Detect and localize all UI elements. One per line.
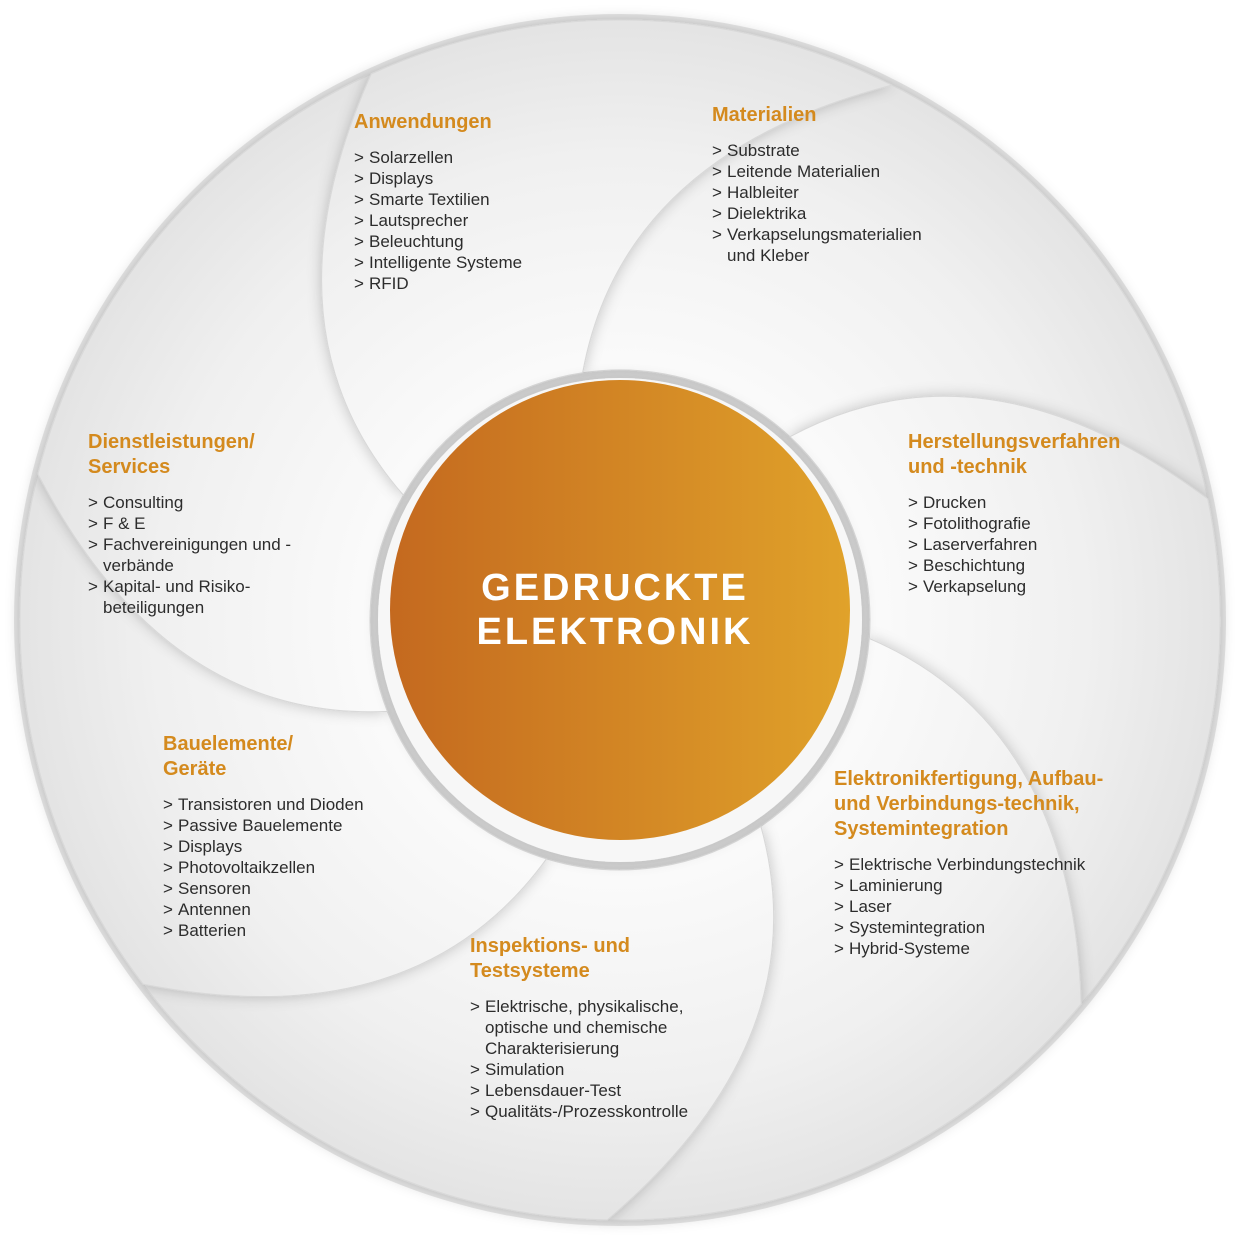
segment-dienstleistungen: Dienstleistungen/ Services Consulting F …	[88, 430, 318, 618]
segment-list: Transistoren und Dioden Passive Baueleme…	[163, 794, 403, 941]
list-item: RFID	[354, 273, 624, 294]
segment-title: Inspektions- und Testsysteme	[470, 935, 630, 982]
list-item: Substrate	[712, 140, 952, 161]
list-item: Fachvereinigungen und -verbände	[88, 534, 298, 576]
list-item: Verkapselung	[908, 576, 1158, 597]
list-item: Smarte Textilien	[354, 189, 624, 210]
list-item: Laser	[834, 896, 1124, 917]
list-item: Passive Bauelemente	[163, 815, 403, 836]
center-circle	[390, 380, 850, 840]
list-item: Consulting	[88, 492, 318, 513]
segment-inspektion: Inspektions- und Testsysteme Elektrische…	[470, 934, 730, 1122]
list-item: Beleuchtung	[354, 231, 624, 252]
segment-title: Anwendungen	[354, 111, 492, 133]
list-item: Transistoren und Dioden	[163, 794, 403, 815]
list-item: Verkapselungsmaterialien und Kleber	[712, 224, 932, 266]
segment-shape	[19, 472, 548, 998]
segment-list: Elektrische, physikalische, optische und…	[470, 996, 730, 1122]
segment-title: Bauelemente/ Geräte	[163, 733, 294, 780]
list-item: Photovoltaikzellen	[163, 857, 403, 878]
segment-list: Consulting F & E Fachvereinigungen und -…	[88, 492, 318, 618]
list-item: Halbleiter	[712, 182, 952, 203]
list-item: Hybrid-Systeme	[834, 938, 1124, 959]
segment-list: Substrate Leitende Materialien Halbleite…	[712, 140, 952, 266]
list-item: Batterien	[163, 920, 403, 941]
list-item: Solarzellen	[354, 147, 624, 168]
list-item: Lebensdauer-Test	[470, 1080, 730, 1101]
list-item: Leitende Materialien	[712, 161, 952, 182]
list-item: Laminierung	[834, 875, 1124, 896]
list-item: Antennen	[163, 899, 403, 920]
segment-materialien: Materialien Substrate Leitende Materiali…	[712, 103, 952, 266]
list-item: Laserverfahren	[908, 534, 1158, 555]
list-item: Kapital- und Risiko-beteiligungen	[88, 576, 263, 618]
segment-bauelemente: Bauelemente/ Geräte Transistoren und Dio…	[163, 732, 403, 941]
list-item: Dielektrika	[712, 203, 952, 224]
segment-title: Elektronikfertigung, Aufbau- und Verbind…	[834, 768, 1104, 840]
segment-list: Solarzellen Displays Smarte Textilien La…	[354, 147, 624, 294]
segment-title: Materialien	[712, 104, 817, 126]
list-item: Drucken	[908, 492, 1158, 513]
list-item: Simulation	[470, 1059, 730, 1080]
list-item: Lautsprecher	[354, 210, 624, 231]
list-item: Qualitäts-/Prozesskontrolle	[470, 1101, 730, 1122]
list-item: Fotolithografie	[908, 513, 1158, 534]
segment-title: Herstellungsverfahren und -technik	[908, 431, 1121, 478]
list-item: F & E	[88, 513, 318, 534]
segment-list: Elektrische Verbindungstechnik Laminieru…	[834, 854, 1124, 959]
segment-herstellungsverfahren: Herstellungsverfahren und -technik Druck…	[908, 430, 1158, 597]
segment-anwendungen: Anwendungen Solarzellen Displays Smarte …	[354, 110, 624, 294]
list-item: Intelligente Systeme	[354, 252, 624, 273]
list-item: Elektrische, physikalische, optische und…	[470, 996, 685, 1059]
list-item: Beschichtung	[908, 555, 1158, 576]
list-item: Systemintegration	[834, 917, 1124, 938]
segment-title: Dienstleistungen/ Services	[88, 431, 255, 478]
list-item: Elektrische Verbindungstechnik	[834, 854, 1124, 875]
segment-list: Drucken Fotolithografie Laserverfahren B…	[908, 492, 1158, 597]
list-item: Displays	[354, 168, 624, 189]
list-item: Sensoren	[163, 878, 403, 899]
list-item: Displays	[163, 836, 403, 857]
segment-elektronikfertigung: Elektronikfertigung, Aufbau- und Verbind…	[834, 767, 1124, 959]
